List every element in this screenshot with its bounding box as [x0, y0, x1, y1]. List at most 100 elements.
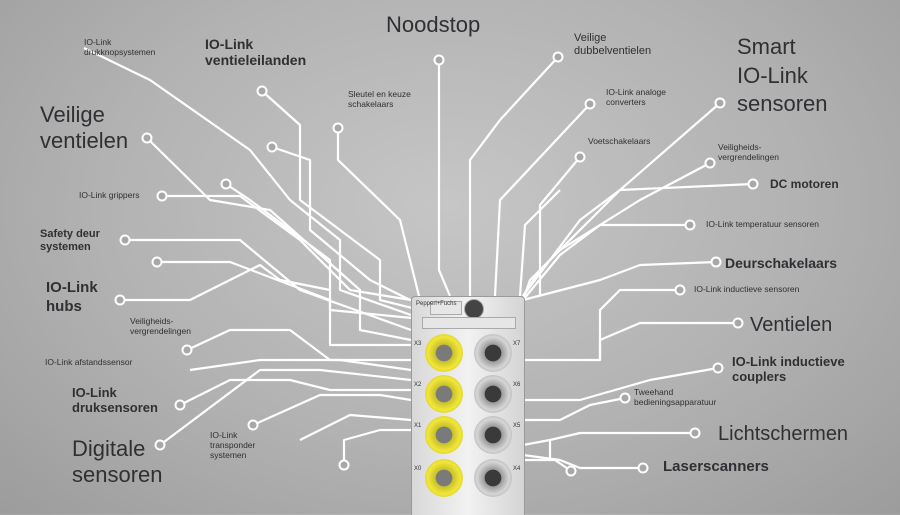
wire-endpoint-9: [704, 157, 716, 169]
port-label-x4: X4: [513, 466, 521, 472]
label-safety-deur-systemen: Safety deur systemen: [40, 228, 100, 253]
label-smart-iolink-sensoren: Smart IO-Link sensoren: [737, 34, 828, 117]
label-digitale-sensoren: Digitale sensoren: [72, 436, 163, 488]
wire-endpoint-4: [220, 178, 232, 190]
wire-15: [598, 321, 738, 360]
wire-4: [225, 183, 413, 320]
wire-endpoint-1: [256, 85, 268, 97]
wire-9: [522, 102, 721, 297]
label-iolink-ventieleilanden: IO-Link ventieleilanden: [205, 36, 307, 69]
wire-endpoint-6: [584, 98, 596, 110]
wire-endpoint-24: [114, 294, 126, 306]
wire-endpoint-29: [338, 459, 350, 471]
wire-endpoint-5: [552, 51, 564, 63]
wire-24: [125, 238, 412, 332]
wire-19: [522, 453, 643, 470]
label-laserscanners: Laserscanners: [663, 458, 769, 475]
label-deurschakelaars: Deurschakelaars: [725, 255, 838, 271]
port-x7: [474, 334, 512, 372]
wire-28: [189, 358, 412, 372]
label-iolink-temperatuur-sensoren: IO-Link temperatuur sensoren: [706, 219, 819, 229]
port-x2: [425, 375, 463, 413]
wire-endpoint-10: [747, 178, 759, 190]
port-label-x7: X7: [513, 341, 521, 347]
wire-2: [336, 128, 422, 301]
wire-1: [261, 90, 421, 312]
port-x6: [474, 375, 512, 413]
wire-8: [518, 189, 561, 297]
label-voetschakelaars: Voetschakelaars: [588, 136, 651, 146]
wire-11: [522, 182, 754, 297]
wire-endpoint-27: [154, 439, 166, 451]
label-iolink-hubs: IO-Link hubs: [46, 279, 98, 315]
device-top-plate: [430, 301, 462, 315]
port-label-x1: X1: [414, 423, 422, 429]
label-iolink-druksensoren: IO-Link druksensoren: [72, 385, 158, 415]
wire-3: [271, 145, 411, 301]
wire-10: [521, 162, 711, 301]
label-noodstop: Noodstop: [386, 12, 481, 37]
wire-endpoint-16: [619, 392, 631, 404]
label-dc-motoren: DC motoren: [770, 177, 839, 191]
wire-endpoint-17: [689, 427, 701, 439]
port-label-x0: X0: [414, 466, 422, 472]
label-iolink-drukknopsystemen: IO-Link drukknopsystemen: [84, 37, 156, 57]
wire-endpoint-2: [332, 122, 344, 134]
wire-23: [162, 194, 412, 302]
wire-17: [523, 396, 626, 422]
device-brand: Pepperl+Fuchs: [416, 301, 457, 307]
label-veilige-ventielen: Veilige ventielen: [40, 102, 129, 154]
wire-6: [493, 103, 591, 297]
wire-7: [538, 156, 581, 296]
port-x1: [425, 416, 463, 454]
label-tweehand-bedieningsapparatuur: Tweehand bedieningsapparatuur: [634, 387, 717, 407]
wire-26: [120, 263, 331, 302]
device-top-port: [464, 299, 484, 319]
label-ventielen: Ventielen: [750, 314, 833, 336]
wire-endpoint-7: [574, 151, 586, 163]
wire-endpoint-28: [247, 419, 259, 431]
wire-endpoint-12: [710, 256, 722, 268]
wire-14: [523, 288, 680, 362]
label-iolink-grippers: IO-Link grippers: [79, 190, 140, 200]
wire-20: [523, 458, 572, 472]
wire-endpoint-13: [674, 284, 686, 296]
wire-5: [468, 56, 559, 296]
port-x3: [425, 334, 463, 372]
wire-endpoint-20: [141, 132, 153, 144]
wire-30: [159, 368, 412, 446]
port-x0: [425, 459, 463, 497]
wire-endpoint-25: [181, 344, 193, 356]
wire-endpoint-0: [433, 54, 445, 66]
wire-endpoint-19: [565, 465, 577, 477]
port-x5: [474, 416, 512, 454]
label-iolink-inductieve-couplers: IO-Link inductieve couplers: [732, 354, 845, 384]
io-link-master-device: Pepperl+Fuchs X3 X2 X1 X0 X7 X6 X5 X4: [411, 296, 525, 515]
wire-27: [186, 328, 411, 362]
wire-16: [523, 366, 719, 402]
wire-endpoint-8: [714, 97, 726, 109]
label-sleutel-en-keuze-schakelaars: Sleutel en keuze schakelaars: [348, 89, 411, 109]
port-label-x5: X5: [513, 423, 521, 429]
wire-34: [83, 47, 412, 317]
wire-endpoint-18: [637, 462, 649, 474]
label-iolink-afstandssensor: IO-Link afstandssensor: [45, 357, 133, 367]
wire-0: [437, 60, 452, 297]
label-veiligheidsvergrendelingen-1: Veiligheids- vergrendelingen: [718, 142, 779, 162]
port-x4: [474, 459, 512, 497]
wire-25: [157, 260, 411, 347]
label-iolink-analoge-converters: IO-Link analoge converters: [606, 87, 667, 107]
wire-31: [252, 393, 412, 427]
label-iolink-transponder-systemen: IO-Link transponder systemen: [210, 430, 256, 460]
label-iolink-inductieve-sensoren: IO-Link inductieve sensoren: [694, 284, 800, 294]
wire-endpoint-23: [151, 256, 163, 268]
wire-endpoint-22: [119, 234, 131, 246]
label-lichtschermen: Lichtschermen: [718, 423, 849, 445]
device-label-strip: [422, 317, 516, 329]
port-label-x2: X2: [414, 382, 422, 388]
wire-endpoint-3: [266, 141, 278, 153]
wire-33: [342, 428, 411, 465]
wire-endpoint-15: [712, 362, 724, 374]
label-veilige-dubbelventielen: Veilige dubbelventielen: [574, 32, 652, 57]
